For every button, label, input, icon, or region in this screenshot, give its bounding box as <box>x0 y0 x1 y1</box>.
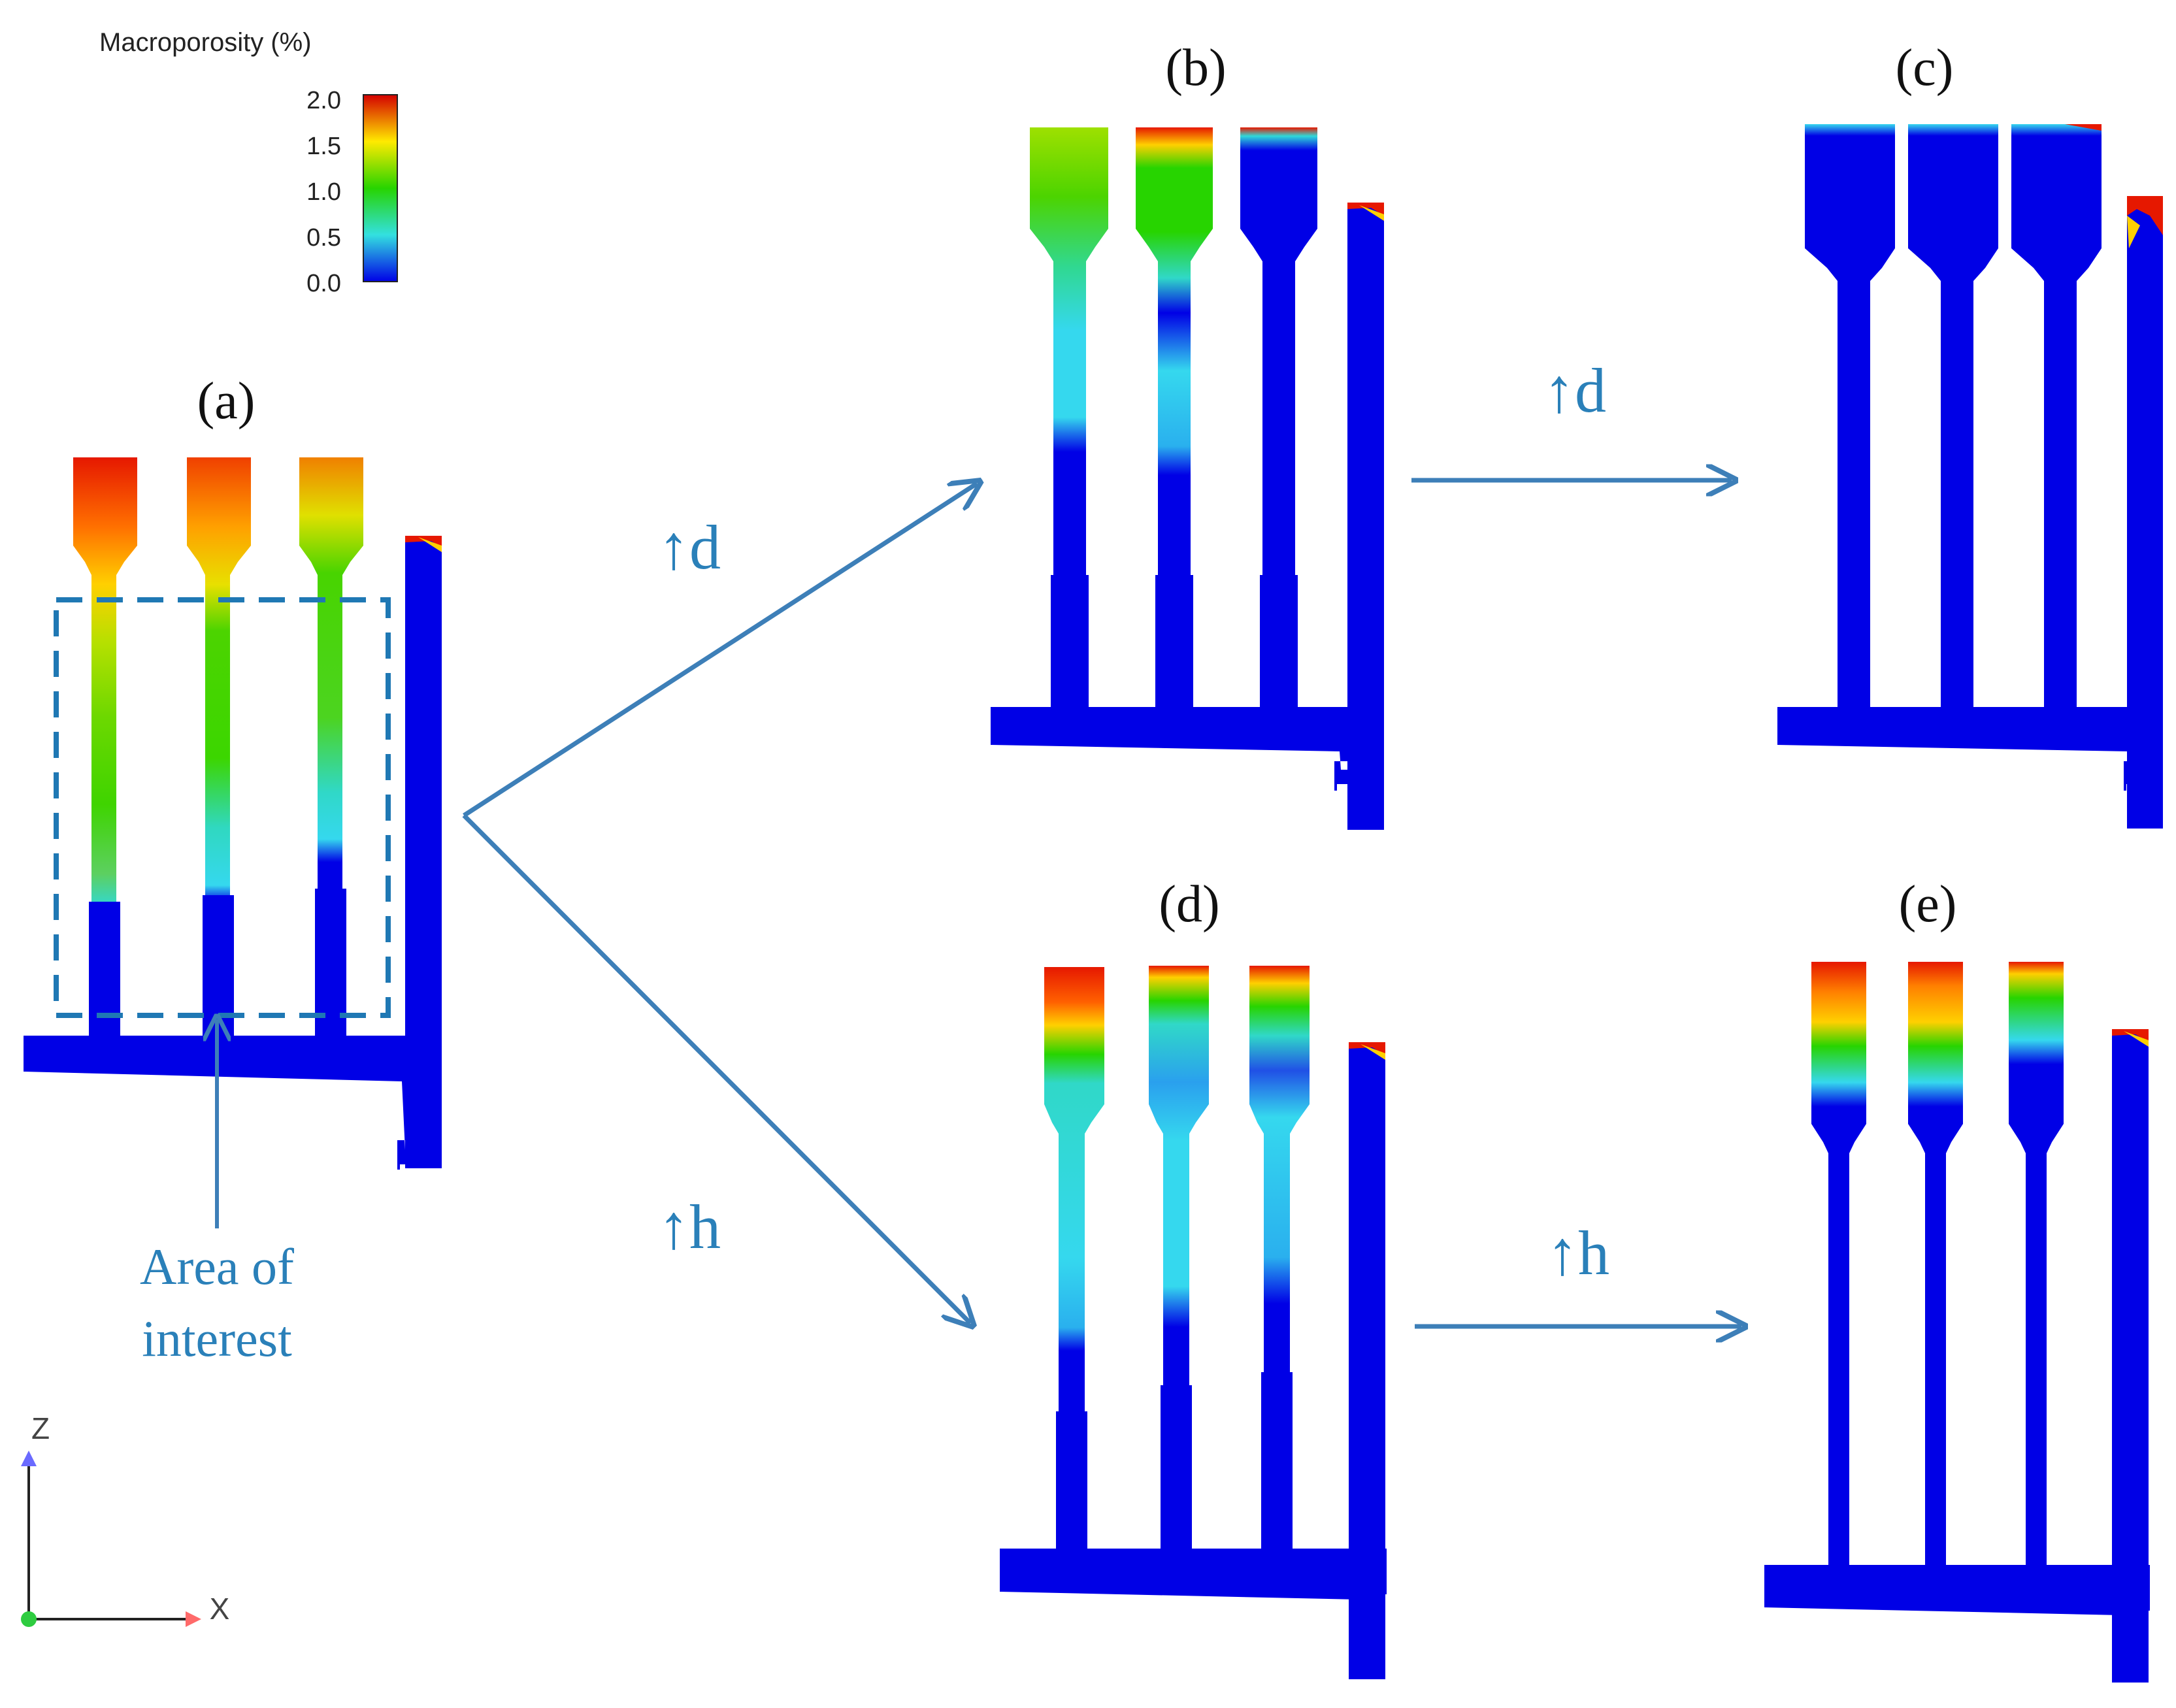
arrow-label-to-b: ↑d <box>658 512 721 582</box>
legend-tick-label: 1.5 <box>306 133 341 160</box>
legend-tick-label: 2.0 <box>306 87 341 114</box>
color-legend: Macroporosity (%) 2.0 1.5 1.0 0.5 0.0 <box>99 28 398 297</box>
panel-b-casting <box>991 127 1384 830</box>
panel-label-b: (b) <box>1165 39 1226 97</box>
panel-c-casting <box>1777 124 2163 829</box>
x-axis-label: X <box>210 1592 230 1626</box>
legend-tick-label: 0.0 <box>306 270 341 297</box>
legend-title: Macroporosity (%) <box>99 28 312 57</box>
arrow-to-d <box>462 813 970 1323</box>
panel-label-d: (d) <box>1159 876 1219 933</box>
arrow-label-b-to-c: ↑d <box>1543 355 1606 425</box>
legend-color-bar <box>363 94 398 282</box>
axis-triad: Z X <box>21 1411 229 1627</box>
arrow-to-b <box>463 484 977 817</box>
panel-label-c: (c) <box>1896 39 1954 97</box>
panel-e-casting <box>1764 962 2150 1683</box>
z-axis-label: Z <box>31 1411 50 1445</box>
panel-label-a: (a) <box>197 372 256 430</box>
annotation-line-2: interest <box>142 1310 292 1367</box>
legend-tick-label: 1.0 <box>306 178 341 206</box>
arrow-label-d-to-e: ↑h <box>1547 1218 1609 1288</box>
panel-d-casting <box>1000 966 1387 1679</box>
annotation-line-1: Area of <box>140 1238 294 1295</box>
origin-marker <box>21 1611 37 1627</box>
arrow-label-to-d: ↑h <box>658 1192 721 1262</box>
legend-tick-label: 0.5 <box>306 224 341 252</box>
panel-label-e: (e) <box>1899 876 1957 933</box>
panel-a-casting <box>24 457 442 1170</box>
